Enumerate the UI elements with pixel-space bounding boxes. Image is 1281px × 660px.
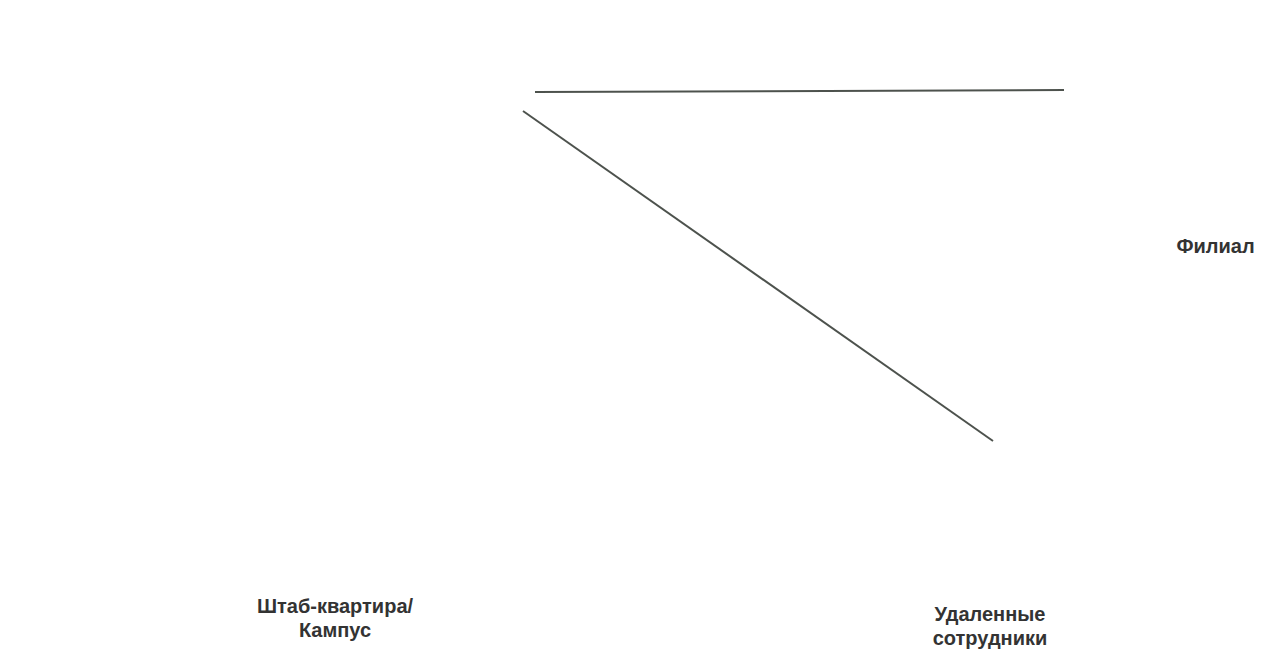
network-link [535,90,1064,92]
remote-region: Удаленные сотрудники [905,432,1075,654]
region-label: Удаленные сотрудники [915,602,1065,650]
network-link [523,111,993,441]
region-circle [1060,0,1281,262]
branch-region: Филиал [1060,0,1281,262]
region-label: Штаб-квартира/Кампус [235,594,435,642]
region-circle [10,5,590,650]
region-label: Филиал [1176,234,1254,258]
hq-region: Штаб-квартира/Кампус [10,5,590,650]
